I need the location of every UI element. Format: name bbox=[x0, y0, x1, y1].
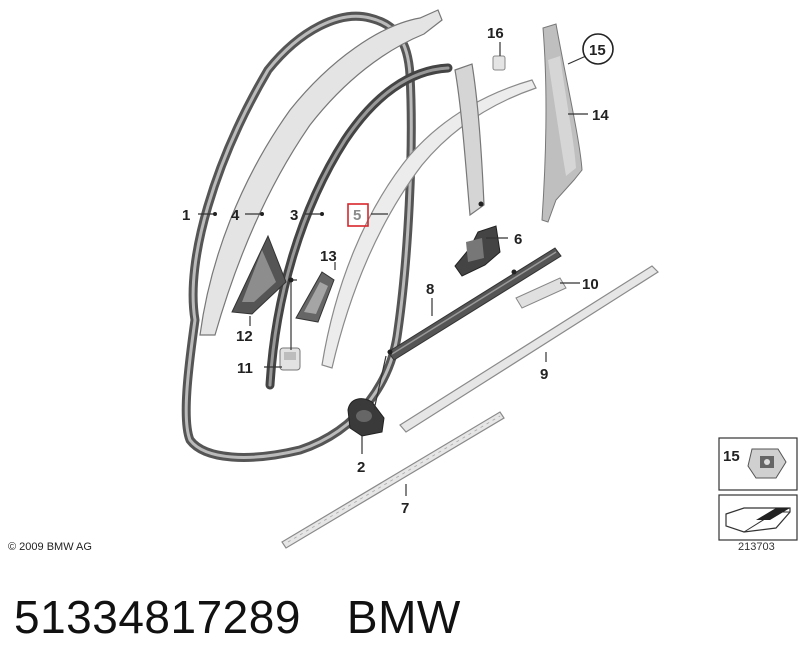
part-11-clip bbox=[279, 347, 301, 371]
inset-callout-15: 15 bbox=[723, 448, 740, 465]
diagram-id: 213703 bbox=[738, 541, 775, 553]
callout-15[interactable]: 15 bbox=[589, 42, 606, 59]
callout-1[interactable]: 1 bbox=[182, 207, 190, 224]
callout-14[interactable]: 14 bbox=[592, 107, 609, 124]
callout-11[interactable]: 11 bbox=[237, 360, 253, 377]
part-10-clip-strip bbox=[515, 277, 567, 309]
callout-3[interactable]: 3 bbox=[290, 207, 298, 224]
callout-7[interactable]: 7 bbox=[401, 500, 409, 517]
part-12-mirror-triangle bbox=[231, 234, 287, 315]
callout-13[interactable]: 13 bbox=[320, 248, 337, 265]
part-13-inner-triangle bbox=[295, 271, 335, 323]
footer-caption: 51334817289 BMW bbox=[14, 590, 461, 644]
brand-name: BMW bbox=[346, 591, 461, 643]
callout-8[interactable]: 8 bbox=[426, 281, 434, 298]
callout-15-circle bbox=[582, 33, 614, 65]
orientation-symbol bbox=[718, 494, 798, 541]
part-4-frame-trim bbox=[199, 9, 443, 336]
part-8-sill-seal bbox=[387, 247, 562, 361]
callout-6[interactable]: 6 bbox=[514, 231, 522, 248]
part-5-outer-trim bbox=[321, 79, 537, 369]
callout-9[interactable]: 9 bbox=[540, 366, 548, 383]
part-16-plug bbox=[492, 55, 506, 71]
part-1-door-seal bbox=[181, 11, 416, 462]
copyright-text: © 2009 BMW AG bbox=[8, 541, 92, 553]
callout-16[interactable]: 16 bbox=[487, 25, 504, 42]
leader-dots bbox=[213, 201, 517, 355]
callout-5-highlight-box bbox=[347, 203, 369, 227]
inset-panel: 15 bbox=[718, 437, 798, 491]
part-9-sill-trim bbox=[399, 265, 659, 433]
part-number: 51334817289 bbox=[14, 591, 301, 643]
callout-2[interactable]: 2 bbox=[357, 459, 365, 476]
callout-10[interactable]: 10 bbox=[582, 276, 599, 293]
callout-4[interactable]: 4 bbox=[231, 207, 240, 224]
callout-12[interactable]: 12 bbox=[236, 328, 253, 345]
part-14-pillar-cover bbox=[541, 23, 583, 223]
leader-lines bbox=[198, 42, 588, 496]
callout-5[interactable]: 5 bbox=[353, 207, 361, 224]
part-7-lower-trim bbox=[281, 411, 505, 549]
part-3-window-seal bbox=[265, 63, 453, 390]
part-2-seal-connector bbox=[347, 398, 385, 437]
